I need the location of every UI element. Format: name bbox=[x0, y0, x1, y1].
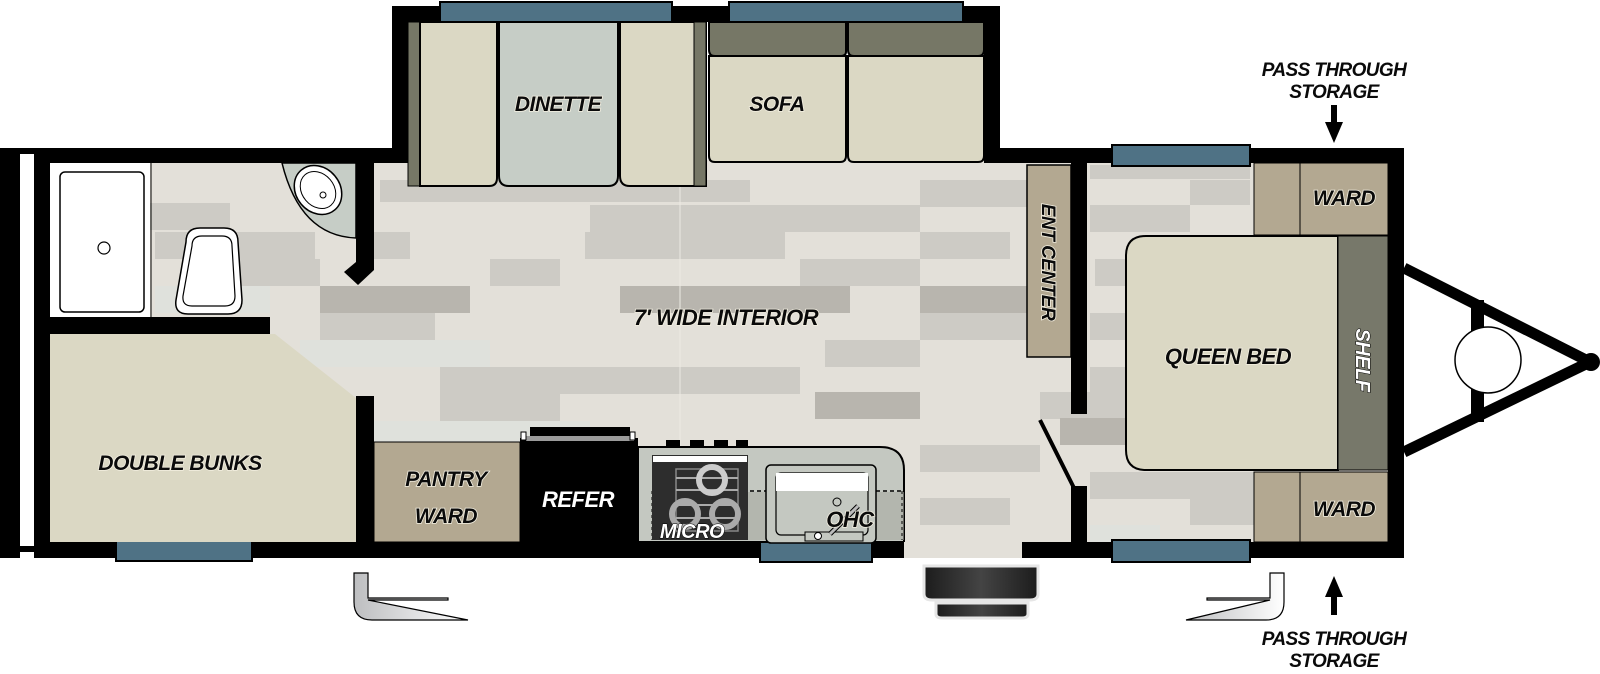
arrow-up-icon bbox=[1325, 576, 1343, 615]
ent-center: ENT CENTER bbox=[1026, 164, 1072, 358]
bathroom bbox=[50, 162, 357, 317]
ward-top-label: WARD bbox=[1313, 187, 1375, 210]
refer-label: REFER bbox=[542, 487, 615, 512]
pantry-label-line1: PANTRY bbox=[405, 468, 489, 491]
stabilizer-jack-front bbox=[1185, 572, 1285, 621]
callout-pass-through-top: PASS THROUGH STORAGE bbox=[1262, 60, 1409, 143]
rear-bumper bbox=[0, 148, 34, 558]
coupler-icon bbox=[1582, 353, 1600, 371]
entry-step-icon bbox=[904, 542, 1040, 620]
arrow-down-icon bbox=[1325, 105, 1343, 143]
stabilizer-jack-rear bbox=[353, 572, 469, 621]
ent-center-label: ENT CENTER bbox=[1037, 204, 1058, 321]
toilet-icon bbox=[175, 227, 243, 315]
spare-tire-icon bbox=[1454, 326, 1522, 394]
ward-bottom-label: WARD bbox=[1313, 498, 1375, 521]
windows bbox=[115, 1, 1251, 563]
bedroom: WARD WARD QUEEN BED SHELF bbox=[1125, 162, 1389, 543]
window-bedroom-bottom bbox=[1111, 539, 1251, 563]
dinette: DINETTE bbox=[407, 21, 707, 187]
shower-drain-icon bbox=[97, 241, 111, 255]
window-bedroom-top bbox=[1111, 144, 1251, 167]
pantry-label-line2: WARD bbox=[415, 505, 477, 528]
micro-label: MICRO bbox=[660, 521, 725, 543]
window-sofa bbox=[728, 1, 964, 25]
kitchen: PANTRY WARD REFER bbox=[373, 427, 905, 544]
double-bunks: DOUBLE BUNKS bbox=[50, 334, 356, 542]
hitch-icon bbox=[1401, 263, 1600, 457]
bunks-label: DOUBLE BUNKS bbox=[98, 452, 262, 475]
callout-top-line2: STORAGE bbox=[1289, 82, 1380, 103]
window-bunks bbox=[115, 538, 253, 562]
stove-icon: MICRO bbox=[652, 440, 748, 544]
shelf-label: SHELF bbox=[1351, 328, 1373, 392]
bath-sink-icon bbox=[281, 162, 357, 239]
queen-bed-label: QUEEN BED bbox=[1165, 344, 1292, 369]
kitchen-sink-icon bbox=[765, 464, 877, 544]
interior-walls bbox=[48, 160, 1087, 546]
callout-pass-through-bottom: PASS THROUGH STORAGE bbox=[1262, 576, 1409, 672]
callout-top-line1: PASS THROUGH bbox=[1262, 60, 1408, 81]
ohc-label: OHC bbox=[826, 507, 875, 532]
window-dinette bbox=[439, 1, 673, 25]
callout-bottom-line1: PASS THROUGH bbox=[1262, 629, 1408, 650]
dinette-label: DINETTE bbox=[515, 93, 603, 116]
sofa: SOFA bbox=[708, 21, 985, 163]
callout-bottom-line2: STORAGE bbox=[1289, 651, 1380, 672]
interior-width-label: 7′ WIDE INTERIOR bbox=[634, 305, 819, 330]
sofa-label: SOFA bbox=[749, 93, 804, 116]
